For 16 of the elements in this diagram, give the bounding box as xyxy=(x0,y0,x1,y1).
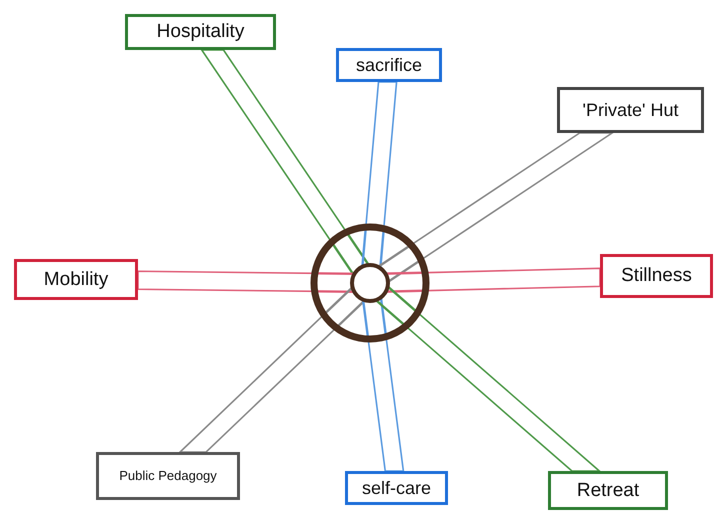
box-label: Mobility xyxy=(44,268,108,292)
box-label: sacrifice xyxy=(356,54,422,76)
box-label: Retreat xyxy=(576,478,640,502)
box-label: self-care xyxy=(362,476,432,500)
label-box xyxy=(14,259,138,300)
box-label: Public Pedagogy xyxy=(119,468,217,484)
label-box xyxy=(600,254,713,298)
label-box xyxy=(125,14,276,50)
label-box xyxy=(96,452,240,500)
label-box xyxy=(548,471,668,510)
label-box xyxy=(557,87,704,133)
label-box xyxy=(336,48,442,82)
label-box xyxy=(345,471,448,505)
box-label: Stillness xyxy=(621,264,692,288)
box-label: Hospitality xyxy=(156,20,244,44)
box-label: 'Private' Hut xyxy=(582,98,678,122)
